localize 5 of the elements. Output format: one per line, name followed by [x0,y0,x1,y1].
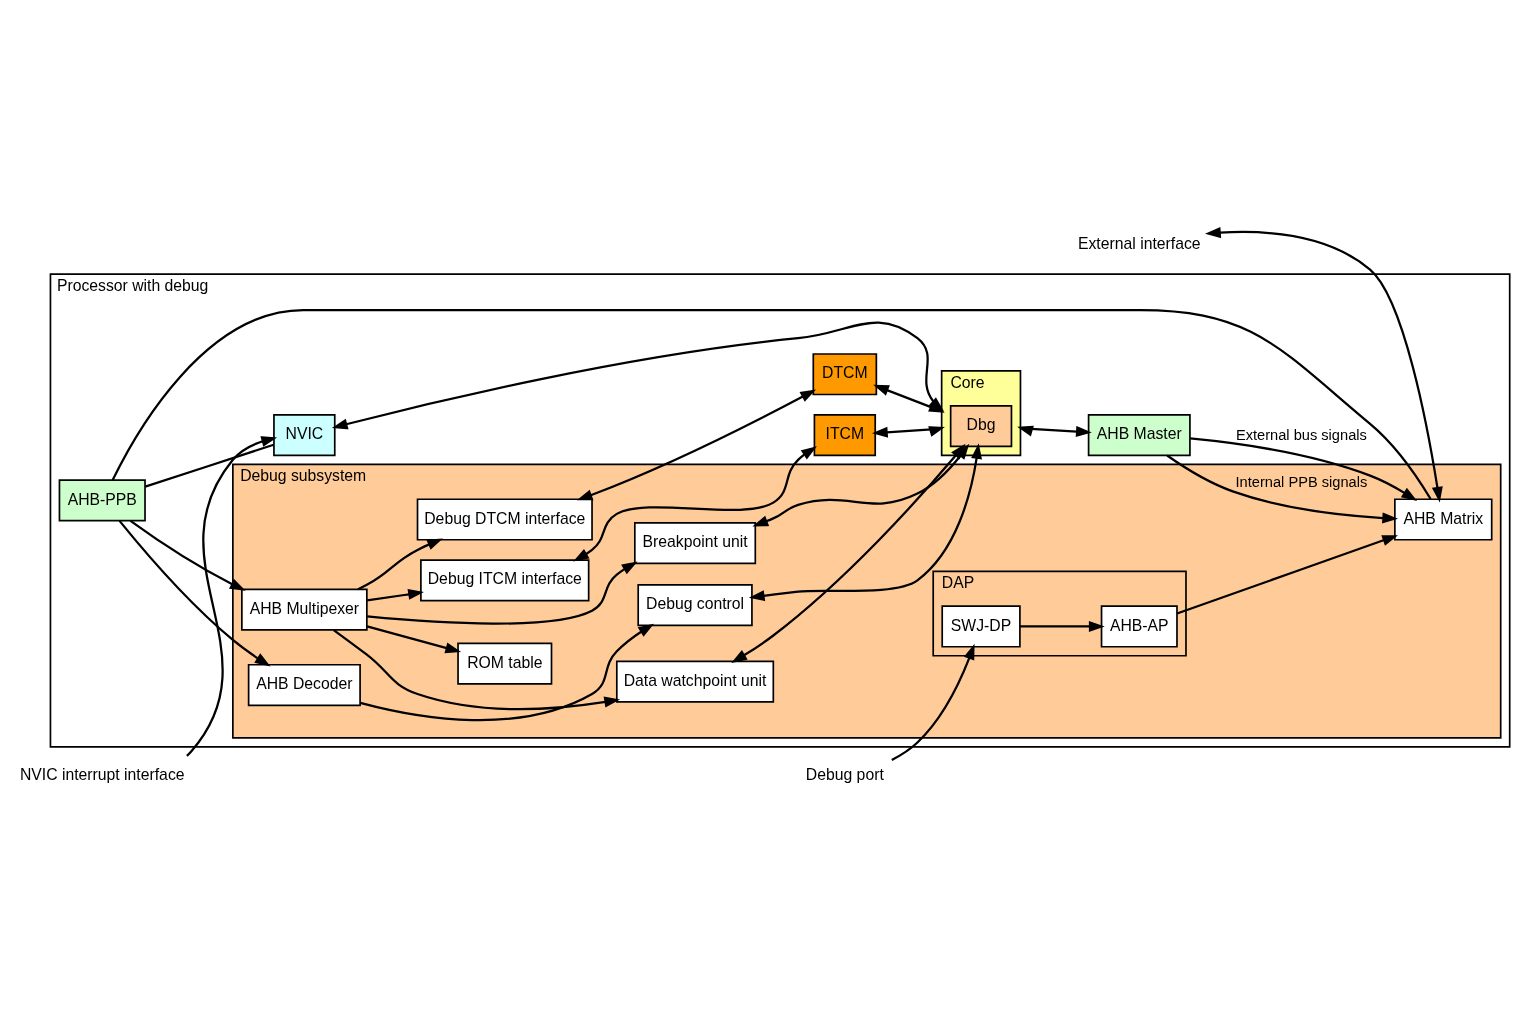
edge-label: Internal PPB signals [1235,474,1368,491]
node-text: Debug port [805,766,884,784]
node-text: NVIC interrupt interface [19,766,185,784]
edge-label: External bus signals [1235,427,1367,444]
node-text: External interface [1077,234,1201,252]
